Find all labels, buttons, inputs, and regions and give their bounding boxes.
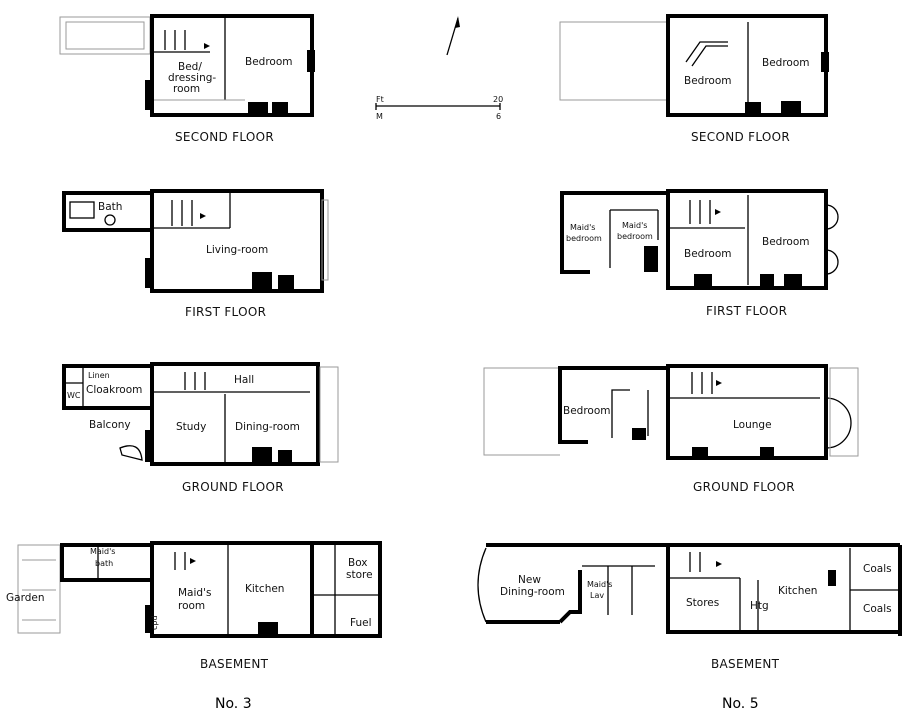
svg-text:Maid's: Maid's (622, 221, 647, 230)
svg-text:Lav: Lav (590, 591, 604, 600)
house5-title: No. 5 (722, 696, 759, 712)
house5-ground-floor: Bedroom Lounge GROUND FLOOR (483, 364, 859, 494)
label-fuel: Fuel (350, 617, 372, 629)
svg-text:room: room (178, 600, 205, 612)
label-bed-dressing-2: dressing- (168, 72, 216, 84)
label-bedroom: Bedroom (563, 405, 611, 417)
label-coals-a: Coals (863, 563, 892, 575)
svg-text:Dining-room: Dining-room (500, 586, 565, 598)
caption-ground-floor: GROUND FLOOR (693, 480, 795, 494)
caption-first-floor: FIRST FLOOR (185, 305, 266, 319)
label-bed-dressing-1: Bed/ (178, 61, 202, 73)
house3-basement: Maid's bath Garden Maid's room Kitchen B… (6, 541, 382, 671)
label-bedroom-a: Bedroom (684, 75, 732, 87)
label-bath: Bath (98, 201, 122, 213)
caption-basement: BASEMENT (200, 657, 269, 671)
house3-second-floor: Bed/ dressing- room Bedroom SECOND FLOOR (59, 14, 315, 144)
svg-text:bedroom: bedroom (617, 232, 653, 241)
house3-ground-floor: Linen WC Cloakroom Hall Balcony Study Di… (62, 362, 339, 494)
label-kitchen: Kitchen (245, 583, 284, 595)
svg-text:Maid's: Maid's (178, 587, 211, 599)
label-living-room: Living-room (206, 244, 268, 256)
svg-text:Maid's: Maid's (587, 580, 612, 589)
house5-first-floor: Maid's bedroom Maid's bedroom Bedroom Be… (560, 189, 839, 318)
caption-second-floor: SECOND FLOOR (691, 130, 790, 144)
label-bedroom-b: Bedroom (762, 57, 810, 69)
label-lounge: Lounge (733, 419, 772, 431)
caption-first-floor: FIRST FLOOR (706, 304, 787, 318)
label-hall: Hall (234, 374, 254, 386)
label-htg: Htg (750, 600, 769, 612)
label-coals-b: Coals (863, 603, 892, 615)
house5-second-floor: Bedroom Bedroom SECOND FLOOR (559, 14, 829, 144)
label-cloakroom: Cloakroom (86, 384, 142, 396)
label-bedroom-b: Bedroom (762, 236, 810, 248)
svg-text:Maid's: Maid's (90, 547, 115, 556)
label-balcony: Balcony (89, 419, 131, 431)
north-arrow-icon (446, 16, 460, 56)
house3-first-floor: Bath Living-room FIRST FLOOR (62, 189, 329, 319)
svg-text:bedroom: bedroom (566, 234, 602, 243)
house5-basement: New Dining-room Maid's Lav Stores Htg Ki… (477, 543, 902, 671)
label-stores: Stores (686, 597, 719, 609)
label-bedroom-a: Bedroom (684, 248, 732, 260)
house3-title: No. 3 (215, 696, 252, 712)
svg-text:20: 20 (493, 95, 503, 104)
svg-text:New: New (518, 574, 541, 586)
svg-text:Ft: Ft (376, 95, 384, 104)
svg-text:Maid's: Maid's (570, 223, 595, 232)
caption-second-floor: SECOND FLOOR (175, 130, 274, 144)
label-dining-room: Dining-room (235, 421, 300, 433)
label-garden: Garden (6, 592, 44, 604)
caption-ground-floor: GROUND FLOOR (182, 480, 284, 494)
svg-text:Box: Box (348, 557, 368, 569)
label-bedroom: Bedroom (245, 56, 293, 68)
label-study: Study (176, 421, 206, 433)
label-bed-dressing-3: room (173, 83, 200, 95)
svg-text:M: M (376, 112, 383, 121)
label-kitchen: Kitchen (778, 585, 817, 597)
svg-text:bath: bath (95, 559, 113, 568)
svg-text:store: store (346, 569, 373, 581)
svg-text:cpd: cpd (150, 615, 159, 630)
caption-basement: BASEMENT (711, 657, 780, 671)
label-wc: WC (67, 391, 81, 400)
svg-text:6: 6 (496, 112, 501, 121)
label-linen: Linen (88, 371, 110, 380)
scale-bar: Ft 20 M 6 (375, 95, 503, 121)
